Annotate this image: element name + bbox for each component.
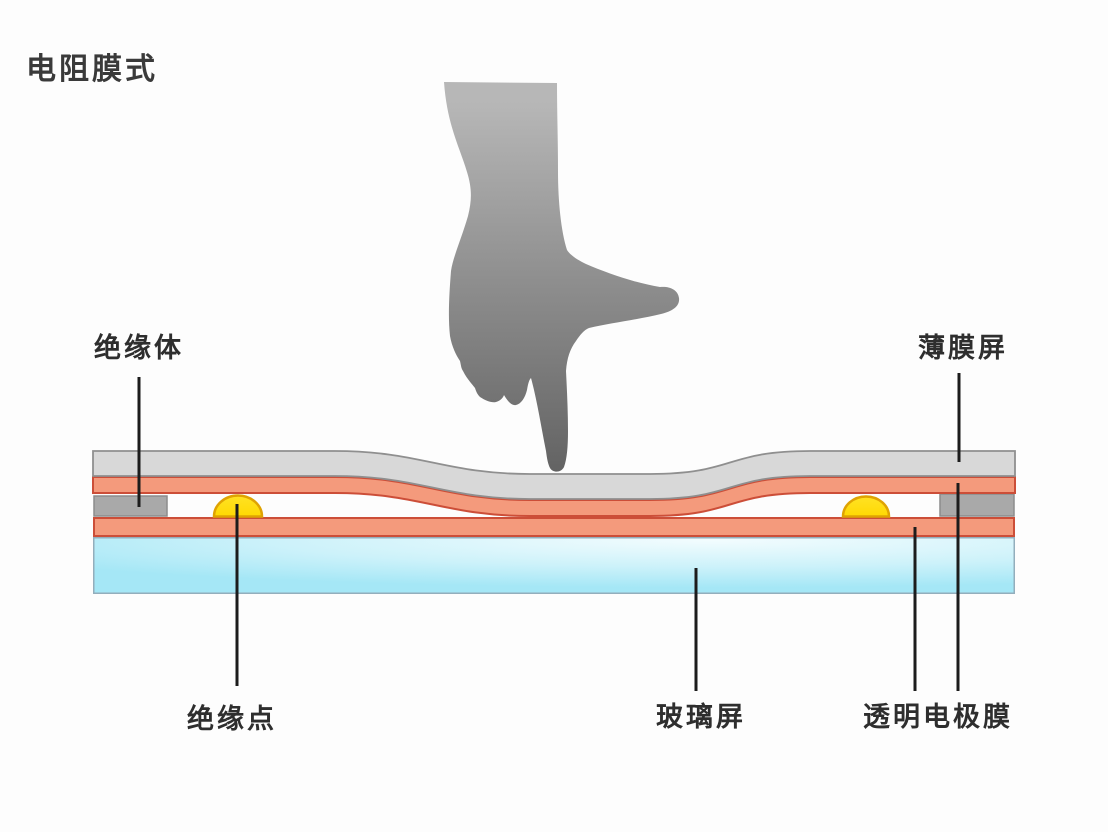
label-insulator: 绝缘体 — [94, 333, 184, 363]
film-screen-layer — [92, 450, 1016, 500]
glass-screen-layer — [93, 537, 1015, 594]
label-transparent-electrode-film: 透明电极膜 — [863, 702, 1013, 732]
lower-electrode-layer — [93, 517, 1015, 537]
insulation-dot-right — [841, 495, 891, 518]
hand-pointer-icon — [444, 82, 680, 472]
page-title: 电阻膜式 — [26, 53, 158, 86]
label-insulation-point: 绝缘点 — [187, 704, 277, 734]
insulator-block-right — [939, 493, 1015, 517]
label-glass-screen: 玻璃屏 — [656, 702, 746, 732]
insulator-block-left — [93, 495, 168, 517]
upper-electrode-layer — [92, 476, 1016, 517]
label-thin-film-screen: 薄膜屏 — [918, 333, 1008, 363]
